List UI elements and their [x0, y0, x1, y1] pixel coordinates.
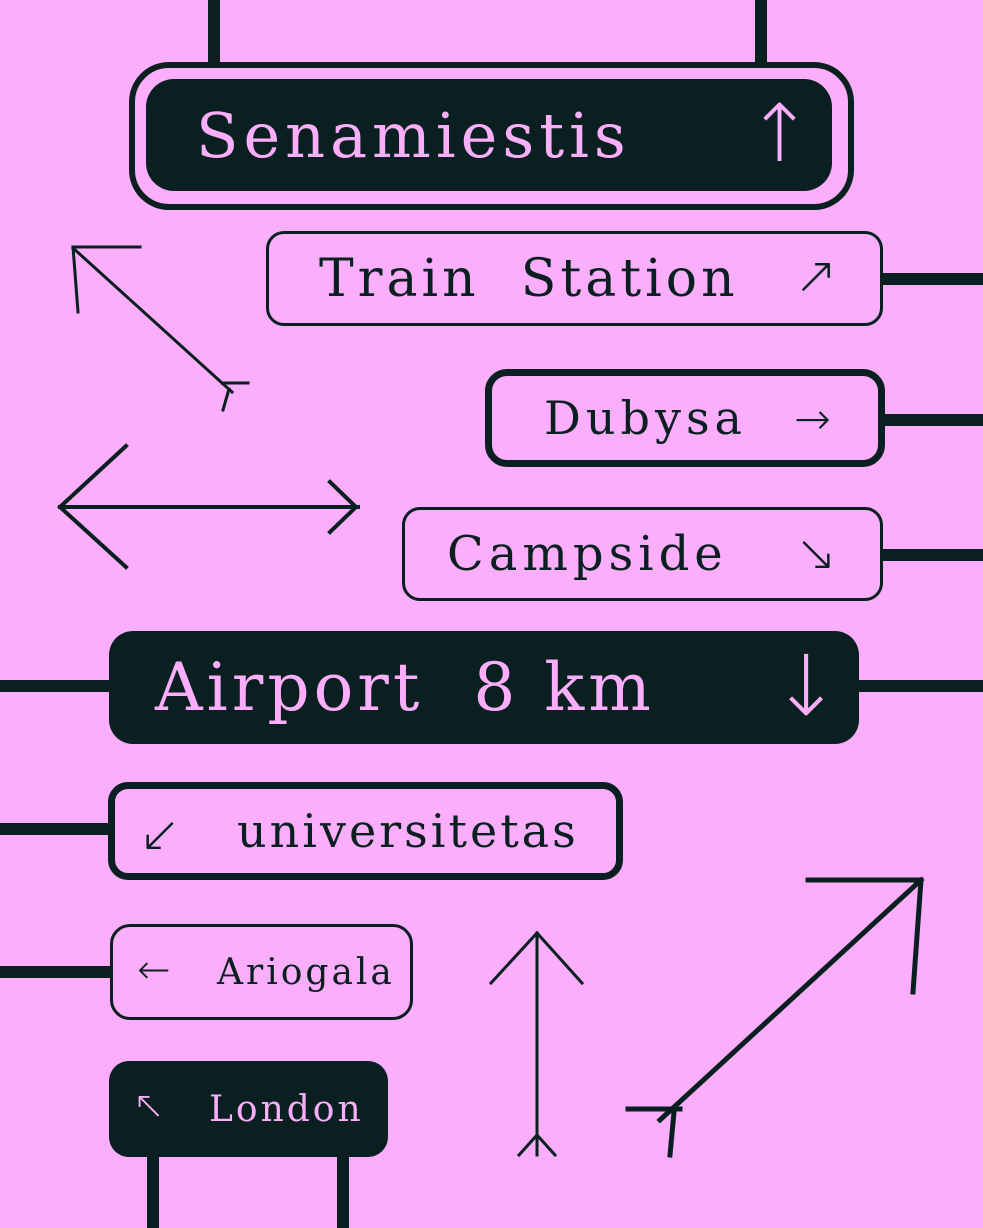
connector-campside — [880, 549, 983, 561]
connector-airport-right — [856, 680, 983, 692]
universitetas-sign: ↙ universitetas — [108, 782, 623, 880]
connector-universitetas — [0, 823, 112, 835]
airport-label: Airport 8 km — [155, 649, 655, 726]
pole-top-left — [208, 0, 220, 64]
london-label: London — [209, 1088, 364, 1130]
arrow-up-icon: ↑ — [746, 87, 814, 180]
train-station-label: Train Station — [319, 248, 739, 309]
arrow-down-icon: ↓ — [771, 637, 842, 735]
dubysa-label: Dubysa — [544, 391, 747, 445]
arrow-left-icon: ← — [137, 947, 171, 993]
connector-ariogala — [0, 966, 112, 978]
ariogala-label: Ariogala — [217, 951, 395, 993]
arrow-up-icon — [488, 930, 585, 1158]
ariogala-sign: ← Ariogala — [110, 924, 413, 1020]
connector-airport-left — [0, 680, 112, 692]
arrow-down-left-icon: ↙ — [139, 805, 181, 863]
train-station-sign: Train Station ↗ — [266, 231, 883, 326]
campside-sign: Campside ↘ — [402, 507, 883, 601]
arrow-left-icon — [57, 443, 360, 570]
pole-top-right — [755, 0, 767, 64]
senamiestis-sign-frame — [129, 62, 854, 210]
connector-dubysa — [880, 414, 983, 426]
senamiestis-sign: Senamiestis ↑ — [146, 79, 832, 191]
arrow-right-icon: → — [794, 394, 831, 445]
arrow-down-right-icon: ↘ — [795, 524, 837, 582]
senamiestis-label: Senamiestis — [196, 98, 631, 172]
pole-bottom-left — [147, 1150, 159, 1228]
universitetas-label: universitetas — [237, 804, 579, 858]
airport-sign: Airport 8 km ↓ — [109, 631, 859, 744]
arrow-up-right-icon — [625, 876, 925, 1158]
arrow-up-left-icon — [70, 245, 250, 412]
arrow-up-left-icon: ↖ — [133, 1083, 165, 1127]
london-sign: ↖ London — [109, 1061, 388, 1157]
campside-label: Campside — [447, 526, 728, 582]
arrow-up-right-icon: ↗ — [794, 246, 838, 306]
connector-train-station — [880, 273, 983, 285]
dubysa-sign: Dubysa → — [485, 369, 885, 467]
pole-bottom-right — [337, 1150, 349, 1228]
